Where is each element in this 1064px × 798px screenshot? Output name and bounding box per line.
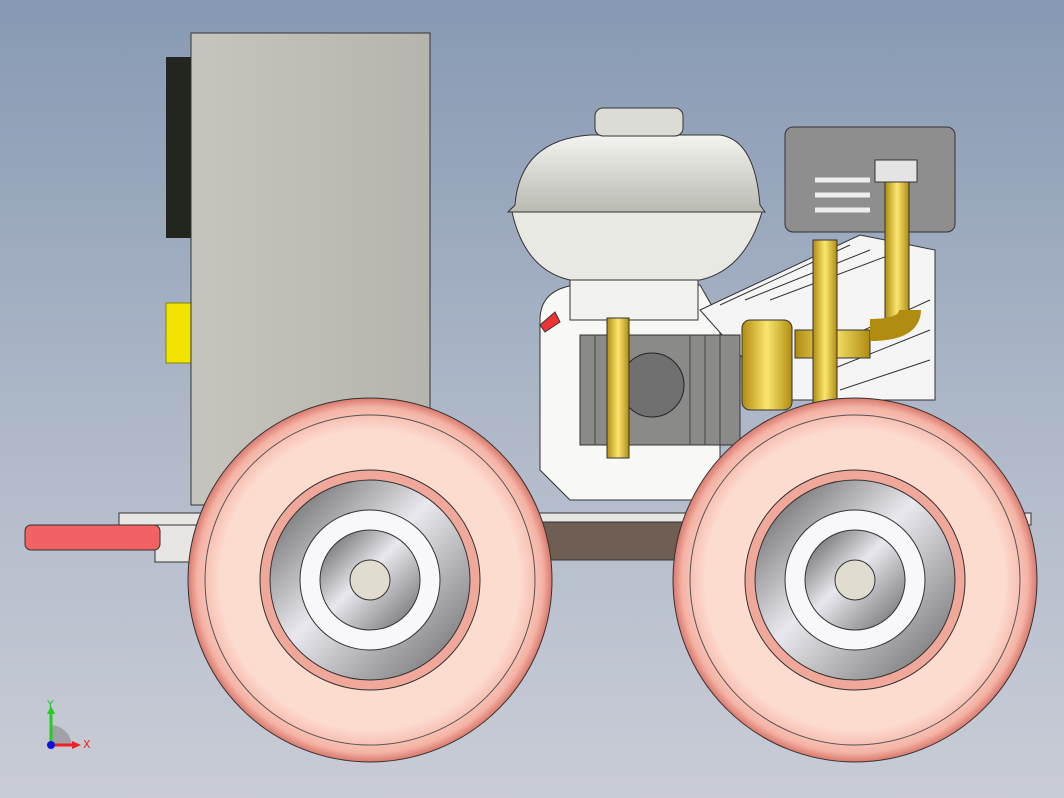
- brass-pipe: [812, 239, 838, 406]
- triad-plane: [50, 724, 72, 745]
- dark-panel: [166, 57, 192, 238]
- tank-lower: [511, 211, 763, 281]
- fuel-cap[interactable]: [594, 107, 684, 137]
- x-arrow-head: [72, 741, 81, 749]
- muffler-slots: [815, 177, 870, 213]
- wheel-left: [187, 397, 553, 763]
- axis-triad[interactable]: Y X: [46, 698, 91, 751]
- brass-manifold: [741, 319, 793, 411]
- z-axis-dot: [47, 741, 55, 749]
- red-switch[interactable]: [539, 311, 561, 333]
- tow-handle[interactable]: [24, 524, 161, 551]
- hose-nut: [874, 159, 918, 183]
- fuel-tank: [506, 134, 766, 213]
- hub: [349, 559, 391, 601]
- brass-bolt: [606, 317, 630, 459]
- brass-hose: [884, 164, 910, 326]
- pump-fan: [619, 352, 685, 418]
- y-arrow-head: [47, 706, 55, 714]
- wheel-right: [672, 397, 1038, 763]
- engine-neck: [569, 279, 699, 321]
- y-axis-label: Y: [46, 698, 54, 711]
- hub: [834, 559, 876, 601]
- yellow-knob: [165, 302, 193, 364]
- x-axis-label: X: [83, 738, 91, 751]
- brass-elbow: [869, 308, 921, 341]
- engine: [506, 107, 956, 501]
